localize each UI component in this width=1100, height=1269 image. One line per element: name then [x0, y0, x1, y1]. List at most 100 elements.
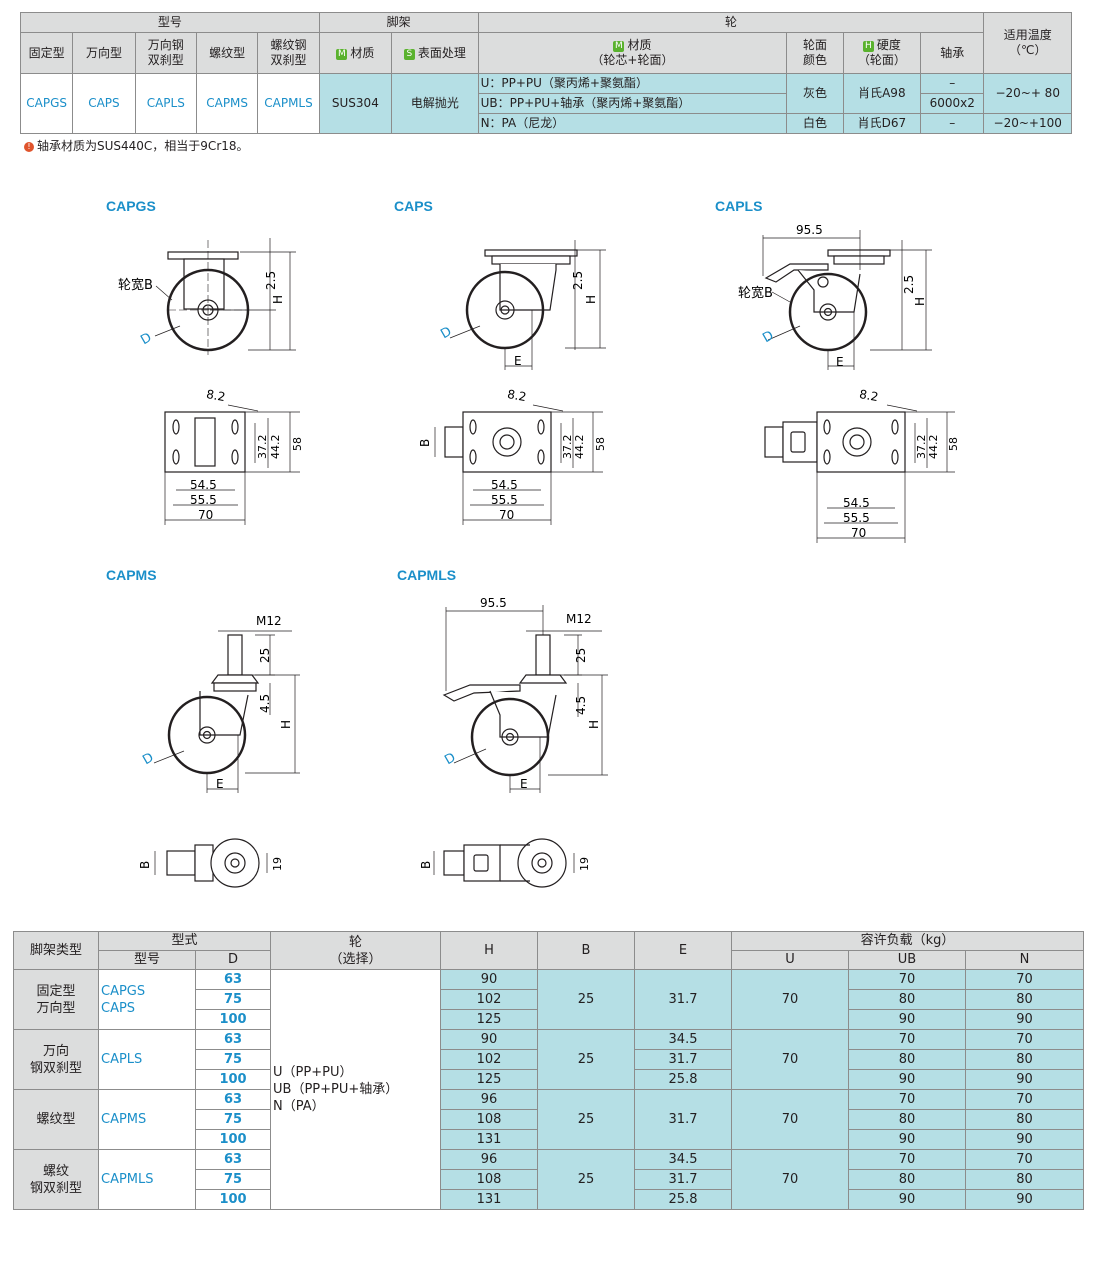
table-row: 螺纹 钢双刹型 CAPMLS 63 96 25 34.5 70 70 70	[13, 1149, 1085, 1210]
d-cell: 63	[194, 1089, 272, 1110]
dim-b: B	[418, 439, 432, 447]
dim-70: 70	[499, 508, 514, 522]
e-cell: 25.8	[634, 1189, 733, 1210]
dim-70: 70	[198, 508, 213, 522]
wheel-color-white: 白色	[786, 113, 844, 134]
dim-h: H	[584, 295, 598, 304]
dim-8-2: 8.2	[858, 387, 879, 404]
wheel-group-header: 轮	[477, 12, 985, 33]
dim-54-5: 54.5	[843, 496, 870, 510]
model-capmls: CAPMLS	[257, 73, 320, 134]
d-cell: 75	[194, 1109, 272, 1130]
n-load-cell: 70	[965, 969, 1085, 990]
e-header: E	[634, 931, 733, 970]
b-header: B	[537, 931, 636, 970]
e-cell: 31.7	[634, 1089, 733, 1150]
bearing-header: 轴承	[920, 32, 985, 74]
dim-d: D	[760, 328, 776, 346]
dim-58: 58	[947, 437, 960, 451]
dim-54-5: 54.5	[190, 478, 217, 492]
dim-b: B	[138, 861, 152, 869]
h-cell: 108	[440, 1109, 539, 1130]
capms-bottom-drawing: B 19	[138, 838, 284, 888]
dim-m12: M12	[566, 612, 592, 626]
dim-55-5: 55.5	[491, 493, 518, 507]
d-cell: 63	[194, 969, 272, 990]
model-caps: CAPS	[72, 73, 136, 134]
ub-load-cell: 70	[848, 1149, 967, 1170]
bearing-note: !轴承材质为SUS440C，相当于9Cr18。	[24, 137, 249, 154]
bracket-group-header: 脚架	[318, 12, 479, 33]
n-load-cell: 80	[965, 1109, 1085, 1130]
model-cell: CAPMLS	[98, 1149, 196, 1210]
wheel-material-ub: UB：PP+PU+轴承（聚丙烯+聚氨酯）	[477, 93, 788, 114]
u-load-cell: 70	[731, 1149, 850, 1210]
dim-37-2: 37.2	[915, 435, 928, 460]
dim-95-5: 95.5	[796, 223, 823, 237]
capms-side-drawing: M12 25 4.5 H E D	[140, 614, 300, 793]
dim-44-2: 44.2	[269, 435, 282, 460]
bracket-surface-value: 电解抛光	[391, 73, 479, 134]
dim-h: H	[913, 297, 927, 306]
dim-70: 70	[851, 526, 866, 540]
model-col-swivel-brake: 万向钢 双刹型	[134, 32, 197, 74]
ub-load-cell: 80	[848, 989, 967, 1010]
dim-19: 19	[578, 857, 591, 871]
model-col-fixed: 固定型	[19, 32, 74, 74]
dim-b: B	[419, 861, 433, 869]
style-header: 型式	[97, 931, 272, 951]
table-row: 75 102 31.7 80 80	[14, 1049, 1085, 1070]
ub-load-cell: 90	[848, 1009, 967, 1030]
n-load-cell: 70	[965, 1029, 1085, 1050]
dim-d: D	[138, 330, 154, 348]
caps-side-drawing: 2.5 H E D	[438, 240, 606, 370]
h-cell: 125	[440, 1009, 539, 1030]
h-cell: 108	[440, 1169, 539, 1190]
ub-load-cell: 90	[848, 1129, 967, 1150]
model-col-thread-brake: 螺纹钢 双刹型	[257, 32, 320, 74]
temp-pa: −20~+100	[983, 113, 1072, 134]
capgs-side-drawing: 2.5 H 轮宽B D	[118, 238, 296, 355]
b-cell: 25	[537, 1089, 636, 1150]
model-header: 型号	[98, 950, 196, 970]
model-cell: CAPGS CAPS	[98, 969, 196, 1030]
dim-44-2: 44.2	[927, 435, 940, 460]
u-load-cell: 70	[731, 1089, 850, 1150]
dim-e: E	[216, 777, 224, 791]
bracket-material-value: SUS304	[318, 73, 393, 134]
dim-37-2: 37.2	[256, 435, 269, 460]
wheel-option-u: U（PP+PU）	[273, 1065, 353, 1080]
temp-header: 适用温度 （℃）	[983, 12, 1072, 74]
n-header: N	[965, 950, 1085, 970]
dim-19: 19	[271, 857, 284, 871]
table-row: 75 108 31.7 80 80	[14, 1169, 1085, 1190]
b-cell: 25	[537, 1149, 636, 1210]
wheel-options-cell: U（PP+PU） UB（PP+PU+轴承） N（PA）	[270, 969, 442, 1210]
dim-8-2: 8.2	[205, 387, 226, 404]
ub-load-cell: 80	[848, 1049, 967, 1070]
ub-load-cell: 70	[848, 1089, 967, 1110]
model-cell: CAPMS	[98, 1089, 196, 1150]
wheel-material-u: U：PP+PU（聚丙烯+聚氨酯）	[477, 73, 788, 94]
model-capgs: CAPGS	[19, 73, 74, 134]
n-load-cell: 90	[965, 1189, 1085, 1210]
table-row: 螺纹型 CAPMS 63 96 25 31.7 70 70 70	[13, 1089, 1085, 1150]
dim-25: 25	[574, 648, 588, 663]
n-load-cell: 70	[965, 1089, 1085, 1110]
h-cell: 90	[440, 1029, 539, 1050]
dim-55-5: 55.5	[190, 493, 217, 507]
d-cell: 100	[194, 1009, 272, 1030]
table-row: 75 102 80 80	[14, 989, 1085, 1010]
d-cell: 75	[194, 989, 272, 1010]
d-cell: 75	[194, 1169, 272, 1190]
dim-4-5: 4.5	[574, 696, 588, 715]
h-cell: 96	[440, 1149, 539, 1170]
d-cell: 100	[194, 1069, 272, 1090]
bearing-n: –	[920, 113, 985, 134]
surface-tag-icon: S	[403, 48, 415, 60]
warning-icon: !	[24, 142, 34, 152]
model-col-swivel: 万向型	[72, 32, 136, 74]
d-cell: 63	[194, 1149, 272, 1170]
table-row: 100 125 25.8 90 90	[14, 1069, 1085, 1090]
wheel-option-n: N（PA）	[273, 1099, 325, 1114]
